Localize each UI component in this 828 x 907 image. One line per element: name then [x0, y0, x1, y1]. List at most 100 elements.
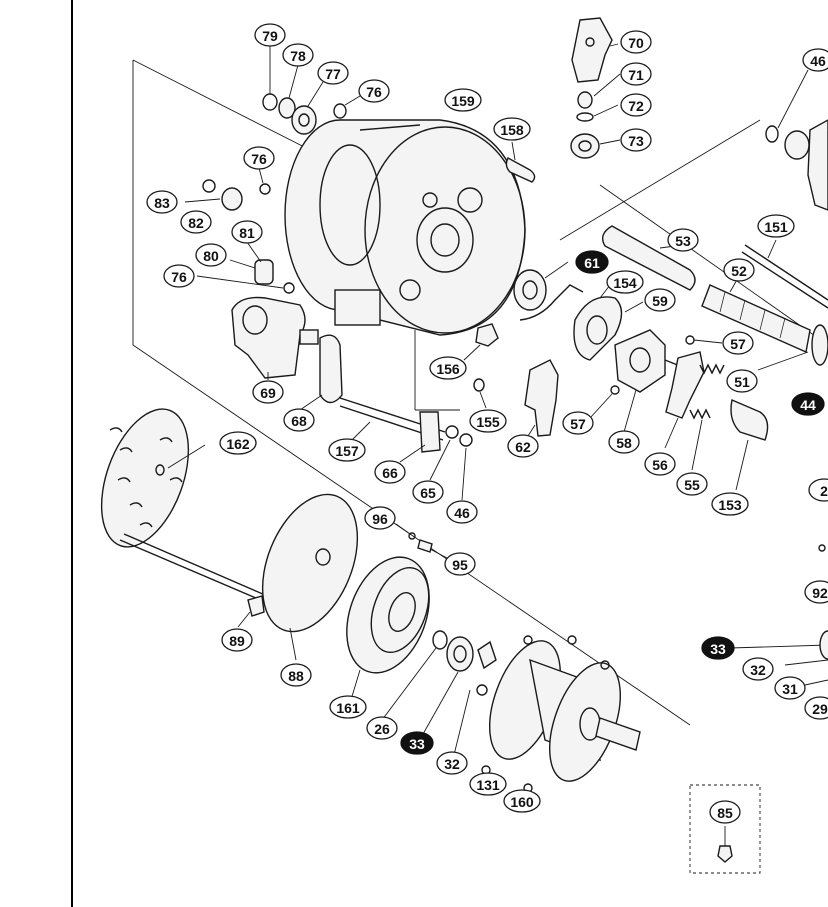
callout-55: 55: [676, 472, 708, 496]
callout-69: 69: [252, 380, 284, 404]
callout-62: 62: [507, 434, 539, 458]
callout-bubble: [620, 62, 652, 86]
callout-number: 158: [500, 122, 524, 138]
star-drag-162: [100, 408, 273, 628]
callout-44: 44: [791, 392, 825, 416]
callout-72: 72: [620, 93, 652, 117]
callout-59: 59: [644, 288, 676, 312]
callout-number: 62: [515, 439, 531, 455]
callout-bubble: [243, 146, 275, 170]
callout-77: 77: [317, 61, 349, 85]
callout-bubble: [562, 411, 594, 435]
callout-bubble: [469, 409, 507, 433]
callout-bubble: [774, 676, 806, 700]
callout-number: 159: [451, 93, 475, 109]
callout-52: 52: [723, 258, 755, 282]
callout-bubble: [620, 128, 652, 152]
callout-number: 131: [476, 777, 500, 793]
callout-bubble: [802, 48, 828, 72]
callout-number: 58: [616, 435, 632, 451]
callout-57: 57: [722, 331, 754, 355]
callout-bubble: [644, 288, 676, 312]
callout-76: 76: [243, 146, 275, 170]
callout-number: 89: [229, 633, 245, 649]
callout-number: 52: [731, 263, 747, 279]
callout-number: 31: [782, 681, 798, 697]
callout-73: 73: [620, 128, 652, 152]
callout-bubble: [575, 250, 609, 274]
callout-bubble: [400, 731, 434, 755]
callout-bubble: [620, 30, 652, 54]
callout-bubble: [808, 478, 828, 502]
callout-bubble: [358, 79, 390, 103]
callout-bubble: [444, 88, 482, 112]
callout-bubble: [446, 500, 478, 524]
spool-160: [481, 635, 641, 801]
rods-53-151: [602, 225, 828, 309]
callout-number: 76: [171, 269, 187, 285]
callout-bubble: [606, 270, 644, 294]
callout-bubble: [219, 431, 257, 455]
assembly-frame: [132, 59, 828, 726]
gear-161: [346, 556, 430, 704]
callout-number: 59: [652, 293, 668, 309]
callout-76: 76: [163, 264, 195, 288]
callout-131: 131: [469, 772, 507, 796]
callout-46: 46: [446, 500, 478, 524]
callout-number: 26: [374, 721, 390, 737]
callout-number: 81: [239, 225, 255, 241]
callout-bubble: [726, 369, 758, 393]
callout-26: 26: [366, 716, 398, 740]
callout-bubble: [620, 93, 652, 117]
parts-80-83: [184, 167, 295, 294]
callout-number: 69: [260, 385, 276, 401]
callout-number: 56: [652, 457, 668, 473]
callout-number: 76: [251, 151, 267, 167]
callout-bubble: [364, 506, 396, 530]
callout-32: 32: [742, 657, 774, 681]
callout-bubble: [436, 751, 468, 775]
callout-number: 44: [800, 397, 816, 413]
callout-bubble: [676, 472, 708, 496]
callout-bubble: [374, 460, 406, 484]
callout-number: 73: [628, 133, 644, 149]
callout-57: 57: [562, 411, 594, 435]
callout-bubble: [608, 430, 640, 454]
callout-bubble: [146, 190, 178, 214]
plate-58-screws-57: [589, 329, 723, 433]
upper-right-parts-46: [765, 69, 828, 211]
callout-29: 29: [804, 696, 828, 720]
callout-number: 85: [717, 805, 733, 821]
callout-number: 72: [628, 98, 644, 114]
callout-number: 162: [226, 436, 250, 452]
levers-70-73: [570, 17, 621, 159]
callout-number: 55: [684, 477, 700, 493]
callout-number: 70: [628, 35, 644, 51]
callout-161: 161: [329, 695, 367, 719]
callout-46: 46: [802, 48, 828, 72]
callout-bubble: [282, 43, 314, 67]
callout-154: 154: [606, 270, 644, 294]
callout-number: 61: [584, 255, 600, 271]
callout-92: 92: [804, 580, 828, 604]
callout-number: 153: [718, 497, 742, 513]
callout-bubble: [195, 243, 227, 267]
callout-bubble: [722, 331, 754, 355]
callout-number: 29: [812, 701, 828, 717]
callout-number: 57: [570, 416, 586, 432]
callout-number: 53: [675, 233, 691, 249]
callout-number: 160: [510, 794, 534, 810]
callout-number: 92: [812, 585, 828, 601]
nuts-155-156: [463, 323, 499, 409]
callout-number: 65: [420, 485, 436, 501]
callout-78: 78: [282, 43, 314, 67]
callout-71: 71: [620, 62, 652, 86]
callout-bubble: [221, 628, 253, 652]
callout-85: 85: [709, 800, 741, 824]
callout-bubble: [507, 434, 539, 458]
callout-bubble: [493, 117, 531, 141]
callout-number: 154: [613, 275, 637, 291]
callout-162: 162: [219, 431, 257, 455]
callout-155: 155: [469, 409, 507, 433]
